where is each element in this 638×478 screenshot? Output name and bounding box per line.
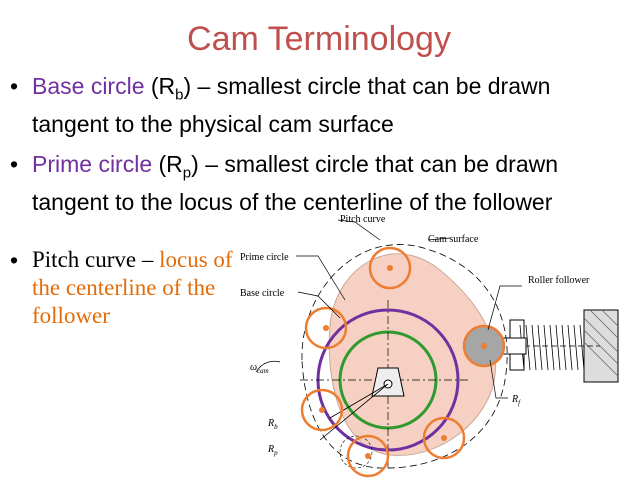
dash: – [136,247,160,272]
label-omega: ωcam [250,362,269,375]
roller-circle-top [368,246,412,290]
follower-assembly [485,309,619,383]
label-omega-main: ω [250,362,257,373]
definition-pitch-curve: locus of the centerline of the follower [32,247,233,328]
label-rp: Rp [267,444,278,457]
bullet-marker: • [10,73,19,99]
symbol-rb-close: ) [183,73,192,99]
bullet-base-circle: • Base circle (Rb) – smallest circle tha… [10,72,620,138]
label-rb: Rb [267,418,278,431]
label-rf: Rf [511,394,521,407]
roller-circle-bottom-right [422,416,466,460]
roller-positions [300,246,466,478]
label-rp-sub: p [273,449,278,457]
cam-surface-leader [427,237,451,241]
rf-leader [489,359,508,399]
label-pitch-curve: Pitch curve [340,214,386,225]
roller-centers [319,265,447,459]
term-pitch-curve: Pitch curve [32,247,137,272]
roller-circle-lower-left [300,388,344,432]
roller-circle-bottom [346,434,390,478]
label-prime-circle: Prime circle [240,252,289,263]
bullet-pitch-curve: • Pitch curve – locus of the centerline … [10,246,260,330]
housing-hatch [583,309,619,377]
roller-center-left [323,325,329,331]
definition-prime-circle: – smallest circle that can be drawn tang… [32,151,559,215]
bullet-marker: • [10,151,19,177]
prime-circle-leader [296,255,346,301]
follower-spring [519,324,585,371]
symbol-rp-sub: p [182,164,192,182]
label-omega-sub: cam [257,367,269,375]
rp-radius-line [319,383,389,441]
roller-circle-left [304,306,348,350]
roller-position-dashed [339,435,373,469]
symbol-rb-sub: b [175,86,184,104]
label-rb-main: R [267,418,274,429]
roller-follower-center [481,343,487,349]
label-rb-sub: b [274,423,278,431]
roller-center-bottom [365,453,371,459]
label-roller-follower: Roller follower [528,275,590,286]
roller-center-lower-left [319,407,325,413]
roller-center-bottom-right [441,435,447,441]
term-prime-circle: Prime circle [32,151,153,177]
rb-radius-line [329,383,389,419]
pitch-curve-leader [337,219,381,241]
page-title: Cam Terminology [187,20,451,58]
leader-lines [255,219,522,399]
omega-arrow [255,360,281,373]
roller-follower-leader [487,285,522,331]
term-base-circle: Base circle [32,73,145,99]
roller-center-top [387,265,393,271]
bullet-prime-circle: • Prime circle (Rp) – smallest circle th… [10,150,620,216]
symbol-rp-open: (R [158,151,183,177]
label-cam-surface: Cam surface [428,234,479,245]
label-rf-sub: f [518,399,521,407]
label-base-circle: Base circle [240,288,285,299]
symbol-rp-close: ) [191,151,199,177]
symbol-rb-open: (R [150,73,176,99]
bullet-marker: • [10,247,19,273]
definition-base-circle: – smallest circle that can be drawn tang… [32,73,551,137]
base-circle-leader [297,291,341,319]
label-rf-main: R [511,394,518,405]
label-rp-main: R [267,444,274,455]
